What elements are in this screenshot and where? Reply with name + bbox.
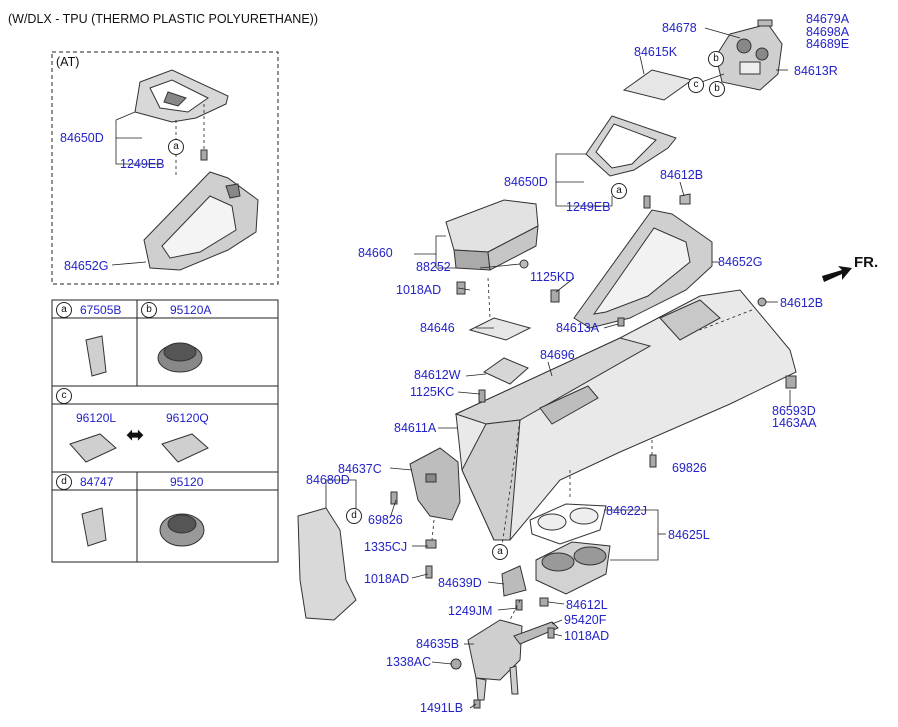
label-84637C: 84637C <box>338 462 382 476</box>
inset-label: (AT) <box>56 55 80 69</box>
legend-c-left: 96120L <box>76 411 117 425</box>
inset-leaders <box>111 104 205 266</box>
page-title: (W/DLX - TPU (THERMO PLASTIC POLYURETHAN… <box>8 12 318 26</box>
label-84689E: 84689E <box>806 37 850 51</box>
label-69826-left: 69826 <box>368 513 403 527</box>
label-1338AC: 1338AC <box>386 655 432 669</box>
label-1463AA: 1463AA <box>772 416 817 430</box>
label-88252: 88252 <box>416 260 451 274</box>
legend-table <box>51 299 279 563</box>
inset-tray <box>143 171 259 271</box>
legend-d-part: 84747 <box>80 475 114 489</box>
armrest-84660 <box>445 199 539 271</box>
label-84622J: 84622J <box>606 504 648 518</box>
switch-96120L <box>69 433 117 463</box>
clip-67505B <box>85 335 107 377</box>
label-1125KC: 1125KC <box>410 385 455 399</box>
pad-84612W <box>483 357 529 385</box>
legend-callout-b: b <box>141 302 157 318</box>
inset-bezel <box>134 69 229 123</box>
label-84613R: 84613R <box>794 64 838 78</box>
label-84612B-top: 84612B <box>660 168 704 182</box>
label-95420F: 95420F <box>564 613 607 627</box>
label-84652G-inset: 84652G <box>64 259 109 273</box>
label-84612B-right: 84612B <box>780 296 824 310</box>
label-84698A: 84698A <box>806 25 850 39</box>
bracket-84613R <box>715 19 783 91</box>
label-1125KD: 1125KD <box>530 270 575 284</box>
label-84660: 84660 <box>358 246 393 260</box>
label-1249EB: 1249EB <box>566 200 611 214</box>
swap-arrow-icon: ⬌ <box>126 422 145 447</box>
legend-a-part: 67505B <box>80 303 122 317</box>
callout-b-top: b <box>708 51 724 67</box>
label-84612W: 84612W <box>414 368 461 382</box>
label-84635B: 84635B <box>416 637 460 651</box>
label-84680D: 84680D <box>306 473 350 487</box>
label-84611A: 84611A <box>394 421 437 435</box>
mat-84615K <box>622 69 694 101</box>
callout-a-lower: a <box>492 544 508 560</box>
legend-d-right: 95120 <box>170 475 204 489</box>
cover-84680D <box>297 507 357 621</box>
label-84612L: 84612L <box>566 598 608 612</box>
label-1018AD-c: 1018AD <box>564 629 610 643</box>
label-1491LB: 1491LB <box>420 701 464 715</box>
label-86593D: 86593D <box>772 404 816 418</box>
legend-callout-a: a <box>56 302 72 318</box>
bracket-84635B <box>467 619 523 701</box>
label-84613A: 84613A <box>556 321 600 335</box>
cupholder-84625L <box>535 541 611 595</box>
label-1249EB-inset: 1249EB <box>120 157 165 171</box>
tray-84652G <box>573 209 713 329</box>
callout-a-main: a <box>611 183 627 199</box>
label-84650D-inset: 84650D <box>60 131 104 145</box>
cupholder-84622J <box>529 503 607 545</box>
bracket-84637C <box>409 447 461 521</box>
bezel-84650D <box>585 115 677 177</box>
label-84696: 84696 <box>540 348 575 362</box>
label-84625L: 84625L <box>668 528 710 542</box>
legend-c-right: 96120Q <box>166 411 209 425</box>
clip-84747 <box>81 507 107 547</box>
legend-callout-c: c <box>56 388 72 404</box>
label-84646: 84646 <box>420 321 455 335</box>
legend-callout-d: d <box>56 474 72 490</box>
callout-c-top: c <box>688 77 704 93</box>
console-body <box>454 289 797 541</box>
part-95420F <box>513 621 559 645</box>
leader-lines <box>325 27 791 709</box>
label-1335CJ: 1335CJ <box>364 540 408 554</box>
label-1018AD-b: 1018AD <box>364 572 410 586</box>
label-84615K: 84615K <box>634 45 678 59</box>
legend-sketches <box>69 335 209 547</box>
front-label: FR. <box>854 254 879 271</box>
callout-b-lower: b <box>709 81 725 97</box>
label-1249JM: 1249JM <box>448 604 493 618</box>
callout-d: d <box>346 508 362 524</box>
mat-84646 <box>468 317 532 341</box>
label-84678: 84678 <box>662 21 697 35</box>
callout-a-inset: a <box>168 139 184 155</box>
fr-arrow <box>822 266 852 282</box>
legend-b-part: 95120A <box>170 303 212 317</box>
label-84652G: 84652G <box>718 255 763 269</box>
switch-96120Q <box>161 433 209 463</box>
inset-frame <box>51 51 279 285</box>
label-84679A: 84679A <box>806 12 850 26</box>
label-69826-right: 69826 <box>672 461 707 475</box>
label-84639D: 84639D <box>438 576 482 590</box>
label-84650D: 84650D <box>504 175 548 189</box>
label-1018AD-a: 1018AD <box>396 283 442 297</box>
part-84639D <box>501 565 527 597</box>
